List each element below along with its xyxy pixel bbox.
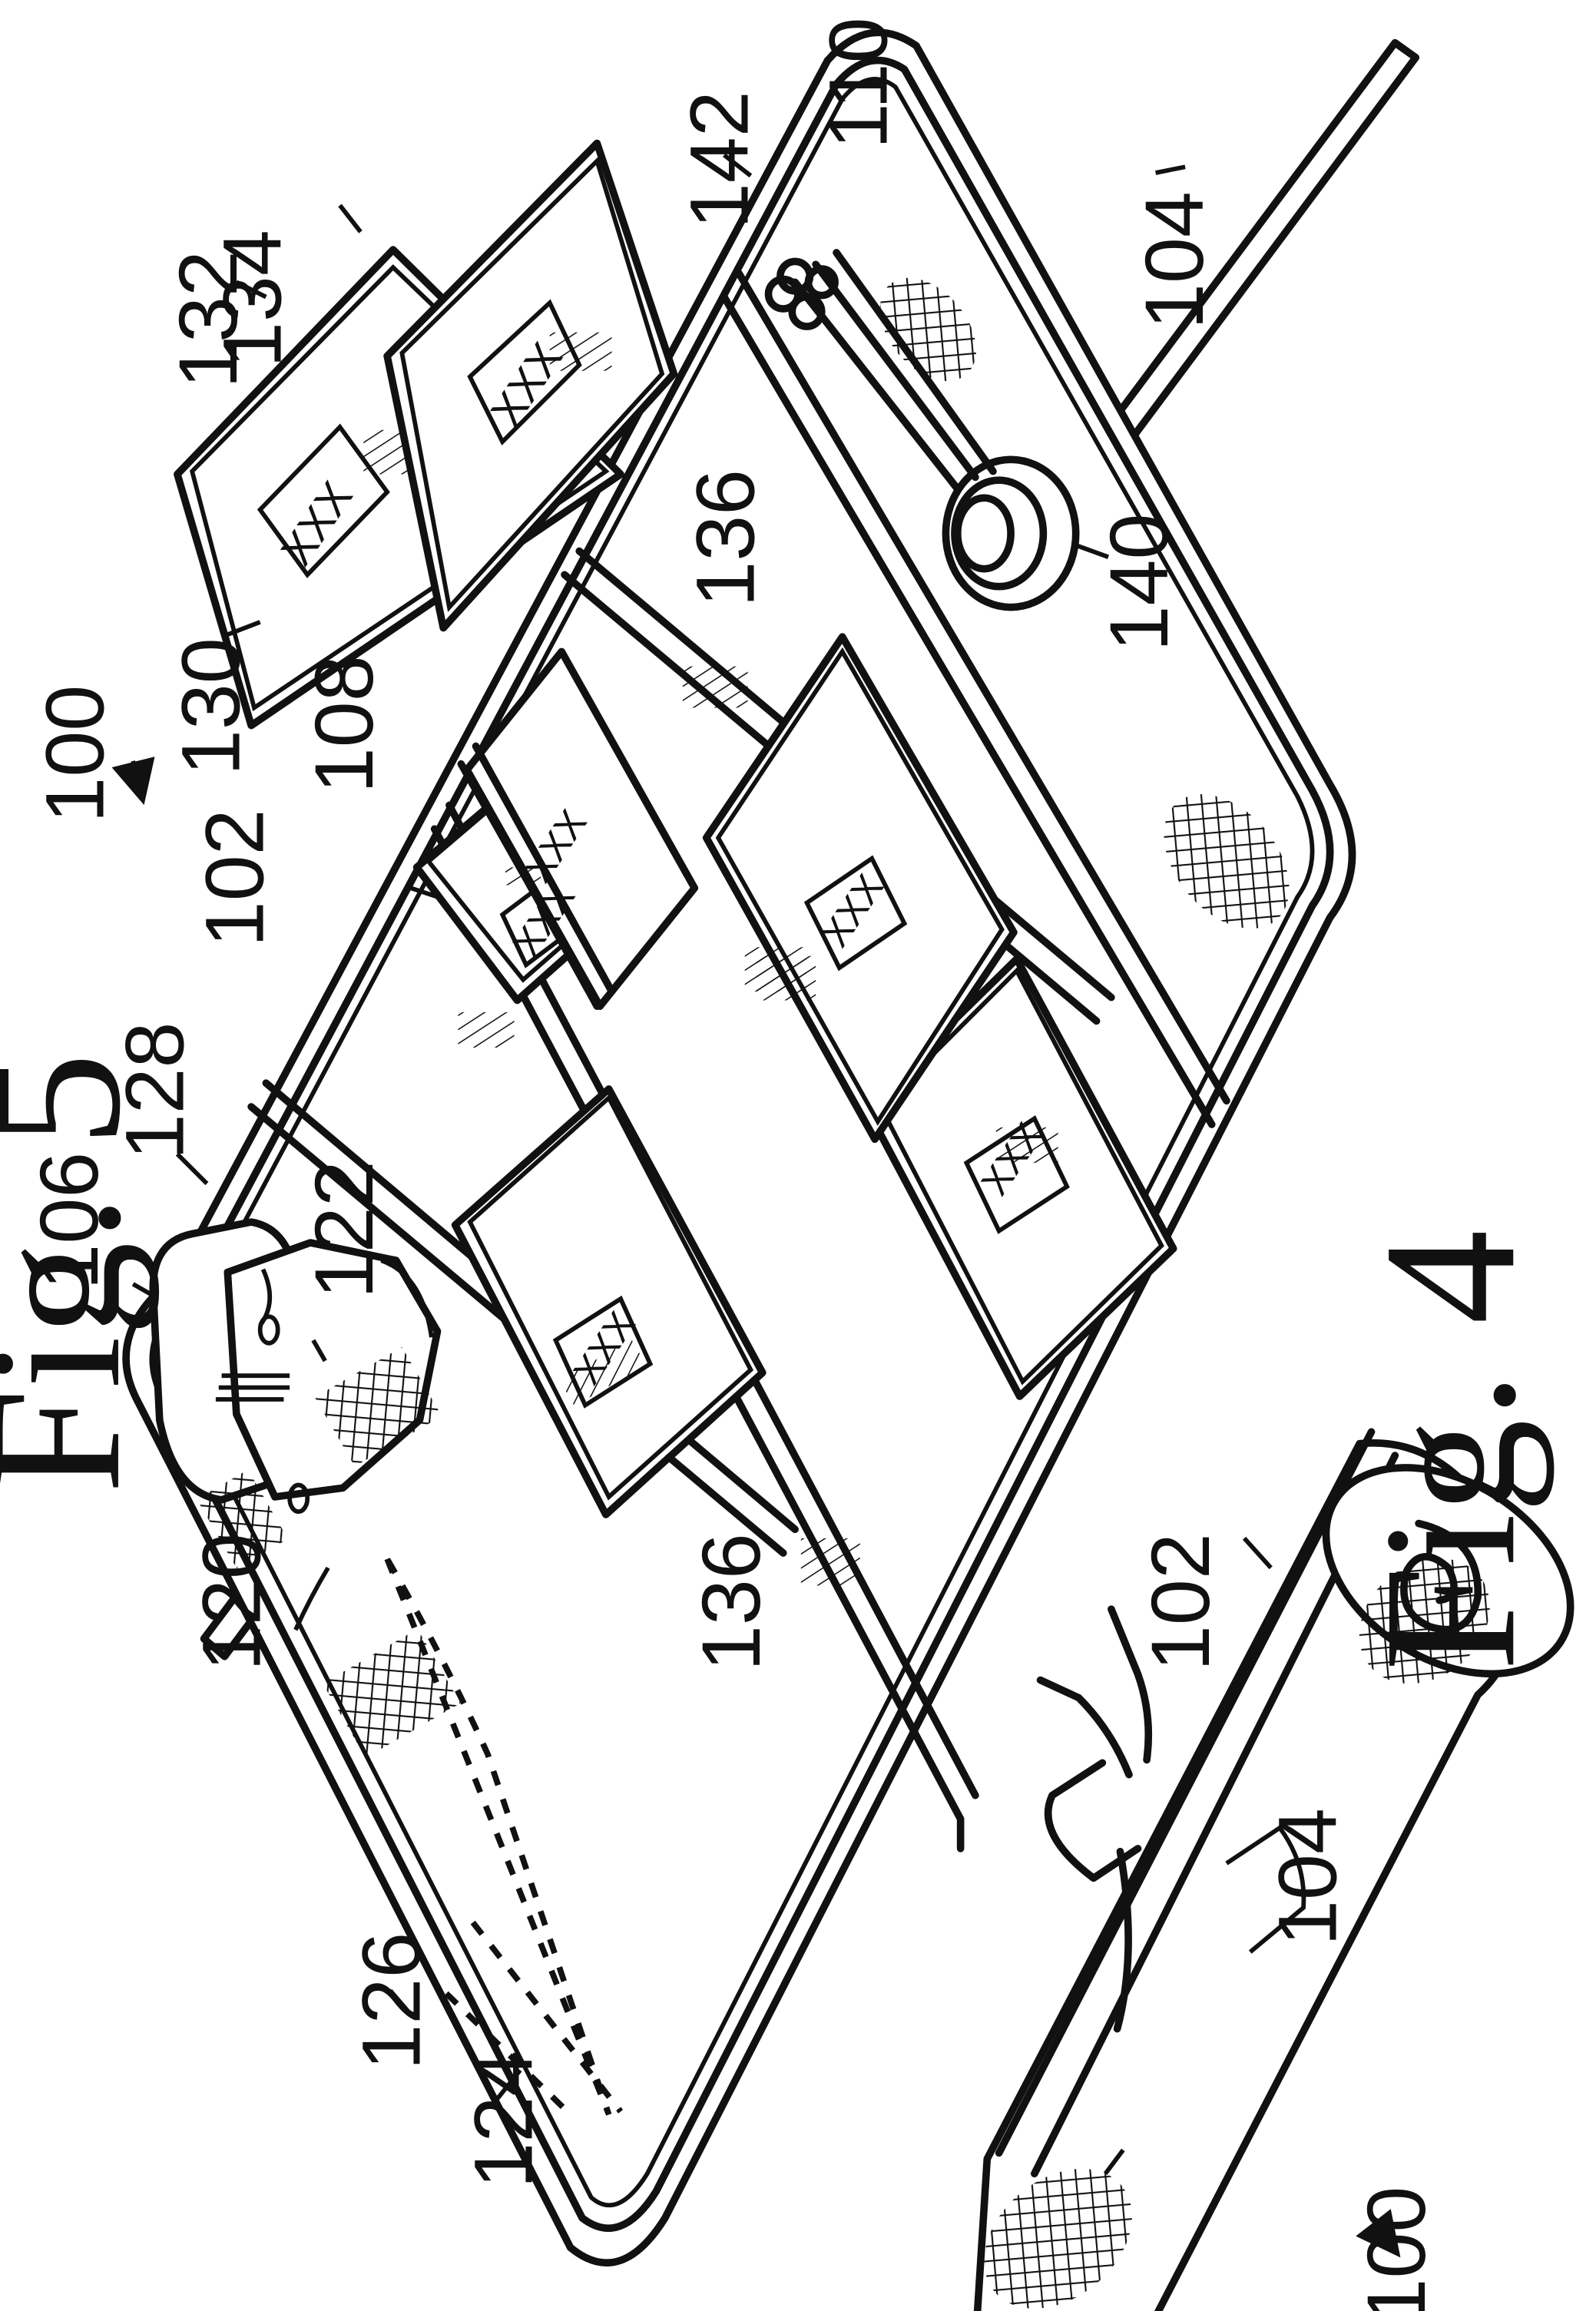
label-126: 126 — [344, 1932, 437, 2071]
label-104-roll: 104 — [1260, 1808, 1353, 1946]
label-134: 134 — [206, 230, 299, 368]
label-104-right: 104 — [1127, 191, 1220, 329]
label-136-right: 136 — [678, 469, 771, 608]
label-106: 106 — [22, 1152, 115, 1290]
label-110: 110 — [811, 17, 904, 149]
label-100-top: 100 — [28, 685, 121, 823]
label-120: 120 — [185, 1533, 278, 1671]
label-130: 130 — [164, 637, 257, 776]
label-128: 128 — [108, 1022, 201, 1160]
label-102-top: 102 — [187, 809, 280, 947]
label-124: 124 — [457, 2051, 550, 2189]
label-140: 140 — [1092, 514, 1185, 652]
label-102-roll: 102 — [1134, 1533, 1227, 1671]
label-108: 108 — [297, 655, 390, 793]
fig4-title: Fig. 4 — [1346, 1230, 1555, 1671]
label-122: 122 — [297, 1160, 390, 1299]
label-136-left: 136 — [684, 1533, 777, 1671]
label-142: 142 — [673, 91, 766, 229]
